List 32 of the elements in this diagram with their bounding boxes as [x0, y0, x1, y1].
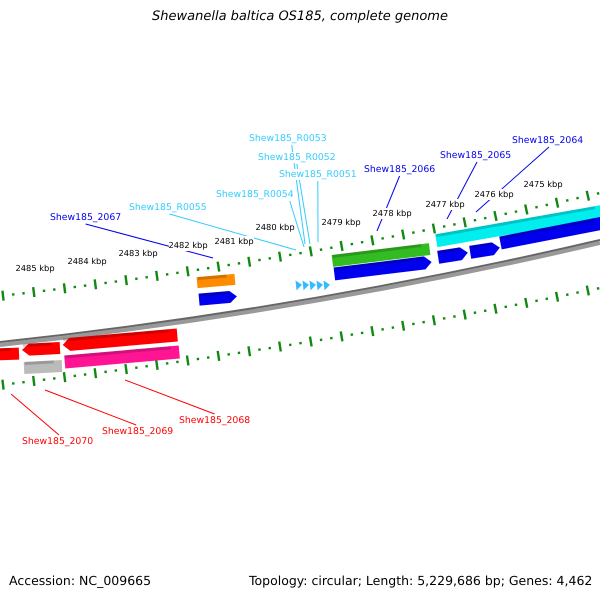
tick-label: 2475 kbp — [524, 179, 563, 190]
gene-label: Shew185_2066 — [364, 164, 436, 175]
gene-label: Shew185_2064 — [512, 135, 584, 146]
gene-label: Shew185_R0053 — [249, 133, 327, 144]
leader-line — [289, 200, 304, 248]
tick-label: 2483 kbp — [118, 248, 158, 259]
leader-line — [44, 390, 137, 426]
gene-label: Shew185_2065 — [440, 150, 512, 161]
gene-label: Shew185_R0051 — [279, 169, 357, 180]
gene-label: Shew185_2069 — [102, 426, 174, 437]
tick-label: 2481 kbp — [214, 236, 254, 247]
footer-text: Topology: circular; Length: 5,229,686 bp; Genes: 4,462 — [249, 575, 592, 586]
tick-label: 2479 kbp — [322, 217, 361, 228]
tick-label: 2485 kbp — [16, 263, 55, 274]
leader-line — [10, 394, 60, 436]
footer-text: Accession: NC_009665 — [9, 575, 152, 586]
tick-label: 2477 kbp — [426, 199, 465, 210]
gene-label: Shew185_2070 — [22, 436, 94, 447]
gene-label: Shew185_R0055 — [129, 202, 207, 213]
gene-label: Shew185_2067 — [50, 212, 122, 223]
leader-line — [317, 180, 318, 242]
leader-line — [296, 164, 310, 244]
tick-label: 2478 kbp — [372, 208, 412, 219]
tick-label: 2484 kbp — [68, 256, 107, 267]
tick-label: 2482 kbp — [168, 240, 208, 251]
gene-label: Shew185_R0052 — [258, 152, 336, 163]
leader-line — [124, 380, 216, 414]
gene-label: Shew185_R0054 — [216, 189, 294, 200]
gene-label: Shew185_2068 — [179, 415, 250, 426]
tick-label: 2480 kbp — [256, 222, 295, 233]
tick-label: 2476 kbp — [474, 189, 514, 200]
leader-line — [168, 214, 296, 250]
